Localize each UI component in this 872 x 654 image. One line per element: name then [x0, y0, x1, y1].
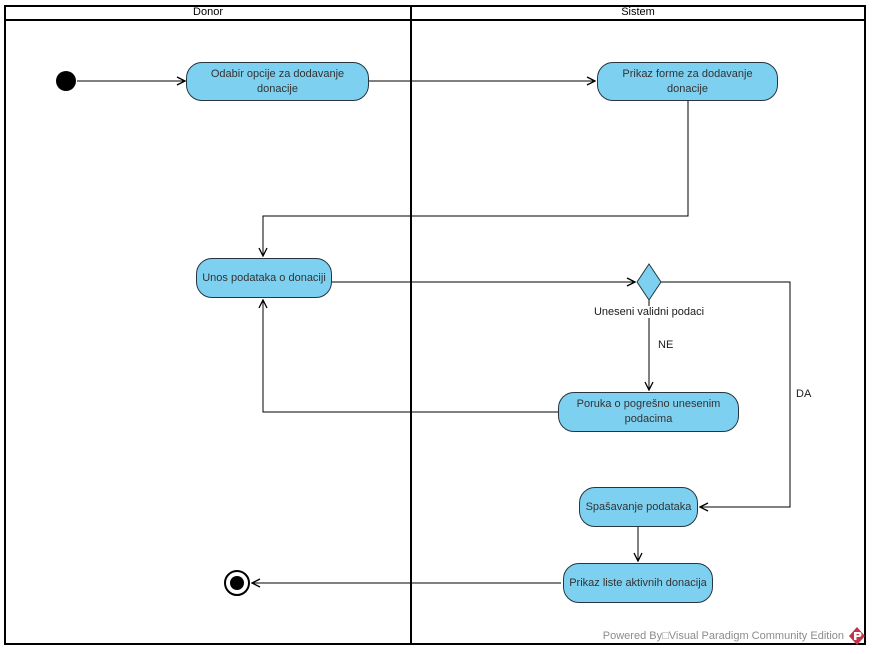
swimlane-title-sistem: Sistem: [621, 6, 655, 18]
activity-prikaz-liste: Prikaz liste aktivnih donacija: [563, 563, 713, 603]
diagram-frame: [4, 5, 866, 645]
activity-label: Prikaz liste aktivnih donacija: [569, 576, 707, 589]
activity-label: Poruka o pogrešno unesenim podacima: [576, 398, 721, 425]
activity-odabir-opcije: Odabir opcije za dodavanje donacije: [186, 62, 369, 101]
visual-paradigm-logo-icon: [849, 627, 865, 645]
activity-unos-podataka: Unos podataka o donaciji: [196, 258, 332, 298]
final-node-inner: [230, 576, 244, 590]
activity-prikaz-forme: Prikaz forme za dodavanje donacije: [597, 62, 778, 101]
swimlane-header-separator: [4, 19, 866, 21]
branch-label-ne: NE: [656, 339, 676, 351]
activity-poruka-pogresno: Poruka o pogrešno unesenim podacima: [558, 392, 739, 432]
branch-label-da: DA: [794, 388, 814, 400]
activity-spasavanje: Spašavanje podataka: [579, 487, 698, 527]
swimlane-divider: [410, 5, 412, 645]
activity-label: Spašavanje podataka: [585, 500, 692, 513]
initial-node: [56, 71, 76, 91]
activity-label: Unos podataka o donaciji: [202, 271, 326, 284]
powered-by-text: Powered By□Visual Paradigm Community Edi…: [602, 630, 844, 642]
activity-label: Prikaz forme za dodavanje donacije: [622, 67, 753, 95]
final-node: [224, 570, 250, 596]
swimlane-title-donor: Donor: [193, 6, 223, 18]
activity-label: Odabir opcije za dodavanje donacije: [210, 67, 345, 95]
decision-guard-label: Uneseni validni podaci: [591, 306, 707, 318]
